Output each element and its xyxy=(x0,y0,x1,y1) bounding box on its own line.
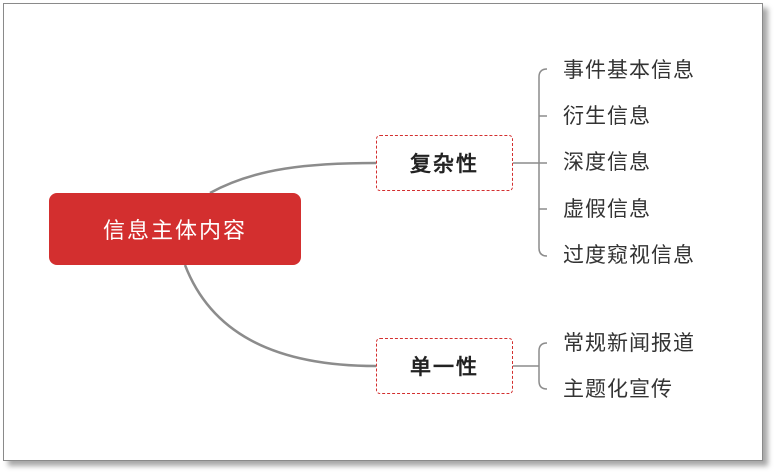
leaf-node[interactable]: 常规新闻报道 xyxy=(563,331,695,355)
branch-node-singularity[interactable]: 单一性 xyxy=(376,338,513,394)
leaf-node[interactable]: 事件基本信息 xyxy=(563,58,695,82)
root-node[interactable]: 信息主体内容 xyxy=(49,193,301,265)
branch-node-complexity[interactable]: 复杂性 xyxy=(376,135,513,191)
connector-root-complexity xyxy=(209,161,377,195)
connector-root-singularity xyxy=(183,264,377,368)
leaf-node[interactable]: 深度信息 xyxy=(563,150,651,174)
leaf-node[interactable]: 过度窥视信息 xyxy=(563,243,695,267)
leaf-node[interactable]: 主题化宣传 xyxy=(563,377,673,401)
connector-singularity-bracket xyxy=(538,342,548,390)
leaf-node[interactable]: 虚假信息 xyxy=(563,197,651,221)
leaf-node[interactable]: 衍生信息 xyxy=(563,104,651,128)
